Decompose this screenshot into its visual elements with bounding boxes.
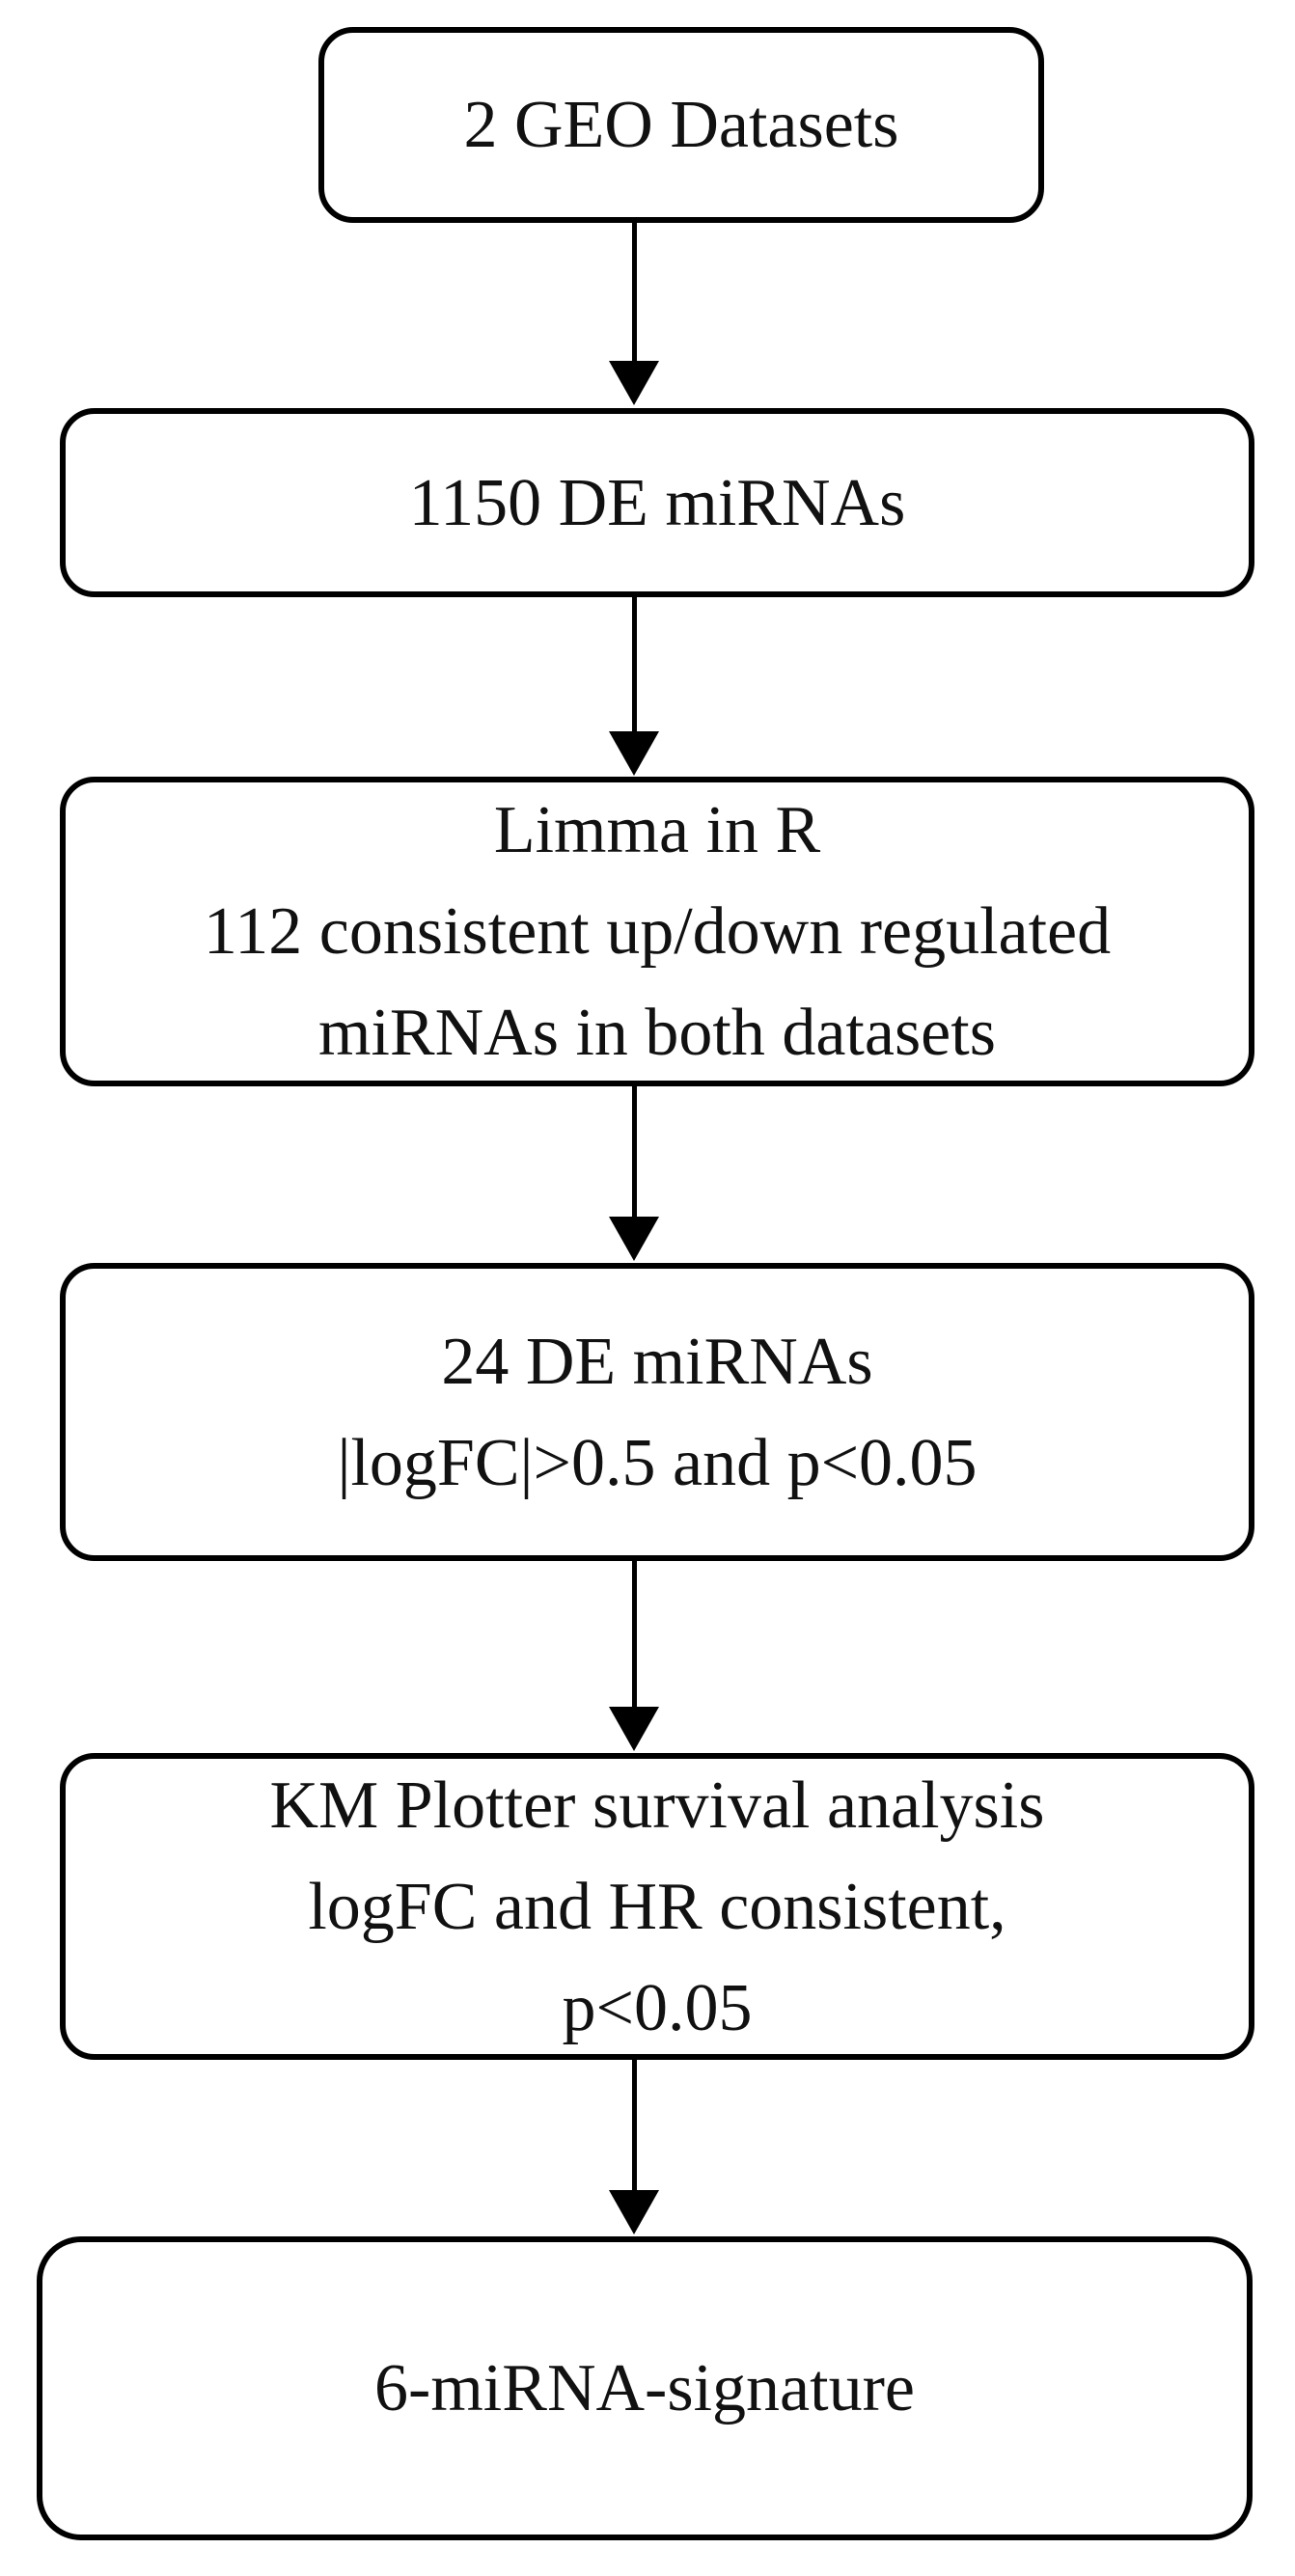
arrow-shaft (631, 220, 637, 361)
arrow-down-icon (609, 594, 659, 776)
arrow-shaft (631, 594, 637, 731)
node-de-mirnas-24: 24 DE miRNAs |logFC|>0.5 and p<0.05 (60, 1263, 1254, 1561)
arrow-down-icon (609, 220, 659, 405)
arrow-shaft (631, 2057, 637, 2190)
node-text: 6-miRNA-signature (374, 2351, 915, 2425)
node-text: miRNAs in both datasets (318, 996, 996, 1070)
node-de-mirnas-1150: 1150 DE miRNAs (60, 408, 1254, 597)
node-mirna-signature: 6-miRNA-signature (37, 2236, 1253, 2540)
node-text: Limma in R (493, 793, 821, 867)
node-text: 112 consistent up/down regulated (203, 894, 1112, 969)
arrow-down-icon (609, 1083, 659, 1261)
arrowhead-icon (609, 2190, 659, 2234)
arrowhead-icon (609, 1217, 659, 1261)
arrow-down-icon (609, 1558, 659, 1751)
arrow-shaft (631, 1558, 637, 1707)
node-text: |logFC|>0.5 and p<0.05 (337, 1425, 978, 1500)
arrow-down-icon (609, 2057, 659, 2234)
node-limma-filter: Limma in R 112 consistent up/down regula… (60, 777, 1254, 1086)
arrowhead-icon (609, 1707, 659, 1751)
arrow-shaft (631, 1083, 637, 1217)
arrowhead-icon (609, 361, 659, 405)
node-text: p<0.05 (562, 1970, 753, 2045)
node-text: 2 GEO Datasets (463, 88, 899, 162)
node-geo-datasets: 2 GEO Datasets (318, 27, 1044, 223)
node-text: 1150 DE miRNAs (408, 465, 906, 540)
node-text: 24 DE miRNAs (441, 1324, 873, 1399)
node-text: logFC and HR consistent, (308, 1869, 1006, 1944)
node-text: KM Plotter survival analysis (269, 1768, 1045, 1843)
arrowhead-icon (609, 731, 659, 776)
node-km-plotter: KM Plotter survival analysis logFC and H… (60, 1753, 1254, 2060)
